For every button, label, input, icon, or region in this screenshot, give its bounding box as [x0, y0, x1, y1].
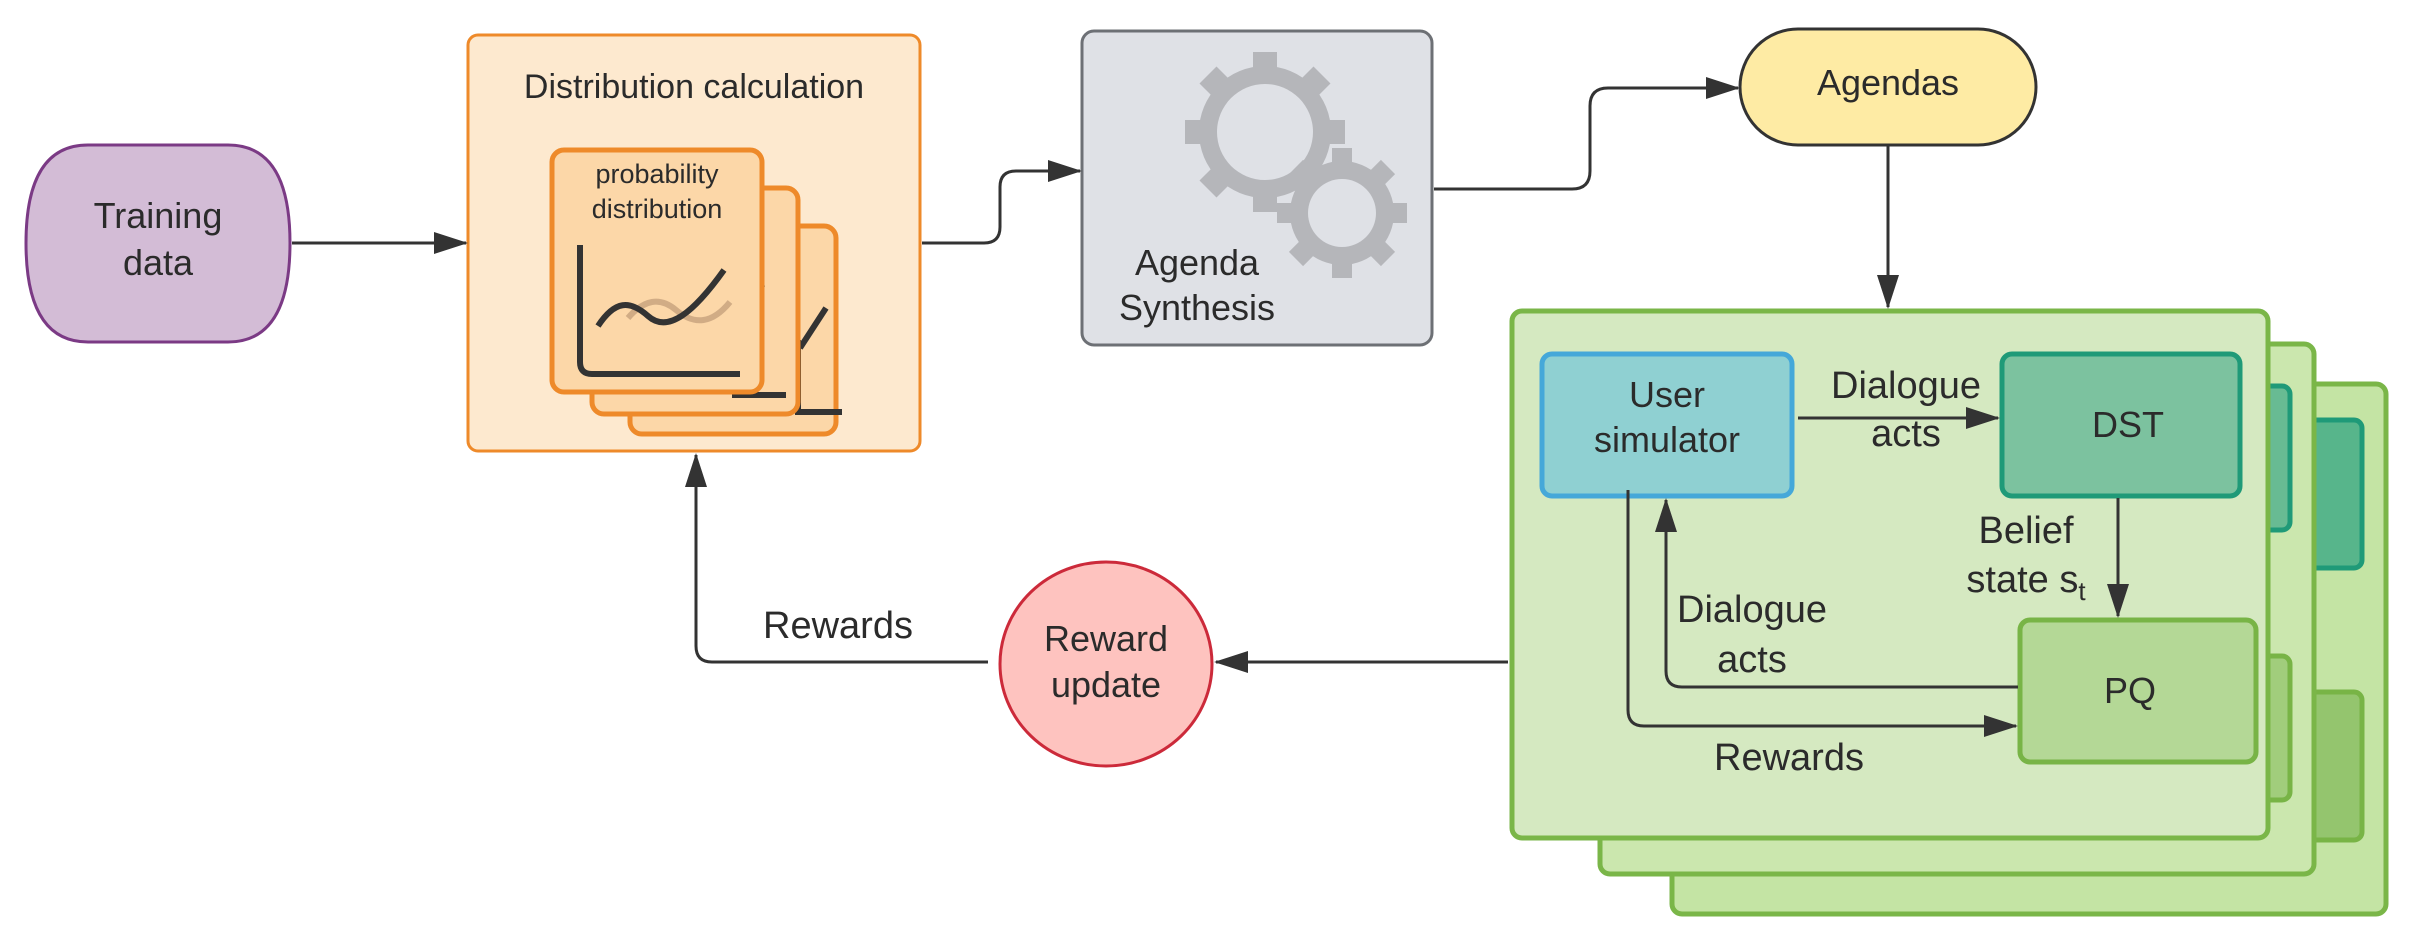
user-simulator-node: User simulator — [1539, 351, 1795, 499]
agenda-synthesis-node: Agenda Synthesis — [1080, 29, 1434, 347]
arrow-distribution-to-synthesis — [922, 160, 1082, 245]
reward-update-label-2: update — [1051, 664, 1161, 705]
agendas-node: Agendas — [1738, 27, 2038, 147]
agendas-label: Agendas — [1817, 62, 1959, 103]
edge-label-dialogue-acts-back-1: Dialogue — [1677, 589, 1827, 631]
probability-card-label-2: distribution — [592, 194, 723, 224]
reward-update-label-1: Reward — [1044, 618, 1168, 659]
edge-label-rewards-outer: Rewards — [763, 605, 913, 647]
arrow-reward-to-distribution — [685, 453, 988, 664]
probability-card-front: probability distribution — [549, 147, 765, 395]
arrow-pq-to-user — [1655, 498, 2018, 689]
edge-label-belief-1: Belief — [1978, 510, 2073, 552]
user-simulator-label-2: simulator — [1594, 419, 1740, 460]
edge-label-belief-2: state st — [1966, 559, 2086, 606]
distribution-calculation-node: Distribution calculation probability dis… — [466, 33, 922, 453]
distribution-calculation-title: Distribution calculation — [524, 68, 864, 106]
arrow-synthesis-to-agendas — [1434, 77, 1740, 191]
pq-node: PQ — [2017, 617, 2259, 765]
training-data-label-2: data — [123, 242, 194, 283]
edge-label-dialogue-acts-1: Dialogue — [1831, 365, 1981, 407]
belief-state-main: state s — [1966, 559, 2078, 601]
arrow-user-to-pq-rewards — [1626, 490, 2018, 737]
small-gear-icon — [1277, 148, 1407, 278]
agenda-synthesis-label-2: Synthesis — [1119, 287, 1275, 328]
edge-label-dialogue-acts-back-2: acts — [1717, 639, 1787, 681]
connectors — [292, 77, 2129, 737]
edge-label-dialogue-acts-2: acts — [1871, 413, 1941, 455]
dst-label: DST — [2092, 404, 2164, 445]
dst-node: DST — [1999, 351, 2243, 499]
edge-label-rewards-inner: Rewards — [1714, 737, 1864, 779]
belief-state-subscript: t — [2078, 576, 2086, 606]
probability-card-label-1: probability — [595, 159, 719, 189]
agenda-synthesis-label-1: Agenda — [1135, 242, 1260, 283]
training-data-label-1: Training — [94, 195, 223, 236]
training-data-node: Training data — [24, 143, 292, 344]
pq-label: PQ — [2104, 670, 2156, 711]
reward-update-node: Reward update — [998, 560, 1214, 768]
user-simulator-label-1: User — [1629, 374, 1705, 415]
